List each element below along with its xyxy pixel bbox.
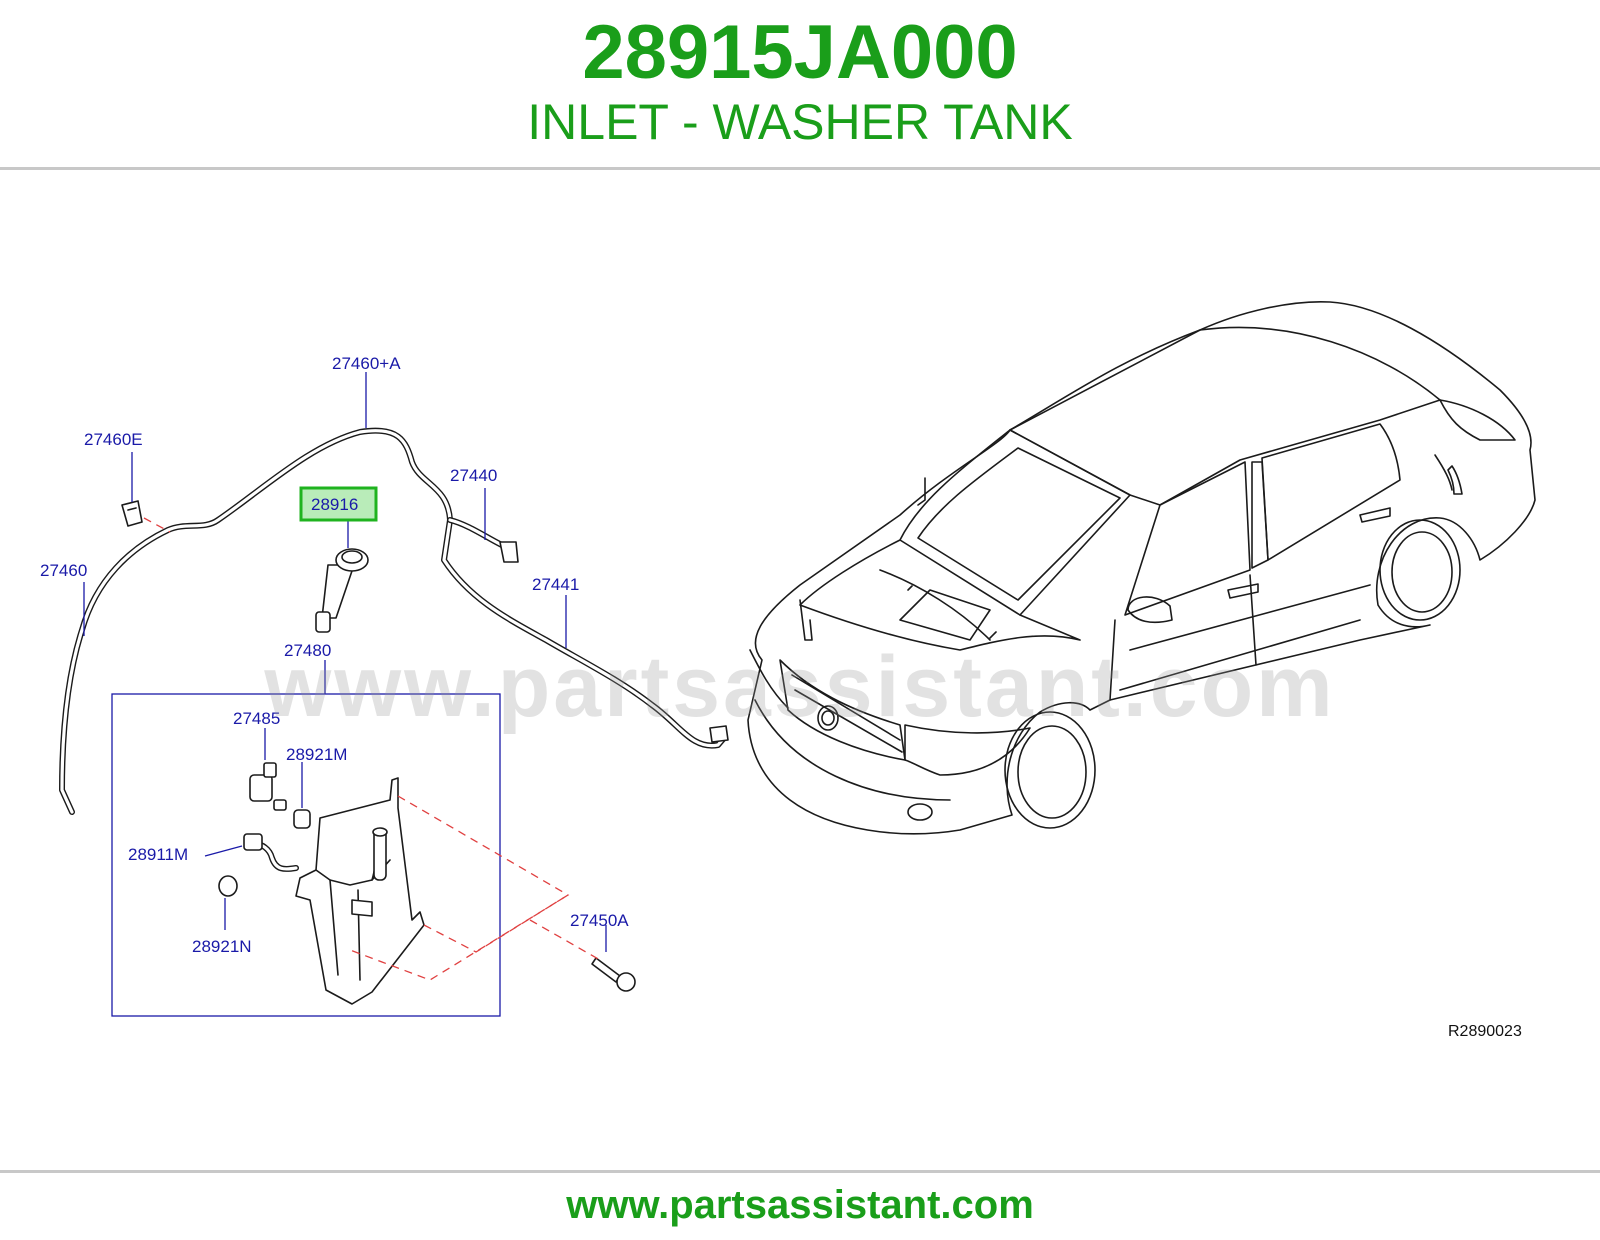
callout-27440[interactable]: 27440 — [450, 466, 497, 485]
leader-lines — [83, 372, 607, 952]
callout-27460e[interactable]: 27460E — [84, 430, 143, 449]
callout-27460[interactable]: 27460 — [40, 561, 87, 580]
header-divider — [0, 167, 1600, 170]
hose-connector-27441 — [709, 725, 729, 743]
callout-27480[interactable]: 27480 — [284, 641, 331, 660]
callout-27460a[interactable]: 27460+A — [332, 354, 401, 373]
callout-28916[interactable]: 28916 — [311, 495, 358, 514]
washer-pump-part — [249, 762, 287, 811]
bolt-part — [591, 957, 636, 992]
car-illustration — [747, 300, 1536, 835]
hose-clip-27460e — [121, 500, 143, 527]
callout-28921m[interactable]: 28921M — [286, 745, 347, 764]
tank-connector-part — [243, 833, 299, 872]
page-header: 28915JA000 INLET - WASHER TANK — [0, 0, 1600, 170]
callout-27441[interactable]: 27441 — [532, 575, 579, 594]
footer-url-link[interactable]: www.partsassistant.com — [566, 1183, 1034, 1227]
footer-divider — [0, 1170, 1600, 1173]
washer-inlet-part — [315, 548, 369, 633]
watermark-text: www.partsassistant.com — [264, 639, 1336, 735]
alignment-dashes — [143, 517, 601, 981]
callout-27485[interactable]: 27485 — [233, 709, 280, 728]
callout-28911m[interactable]: 28911M — [128, 845, 188, 864]
washer-tank-part — [295, 777, 425, 1005]
callout-28921n[interactable]: 28921N — [192, 937, 252, 956]
callout-27450a[interactable]: 27450A — [570, 911, 629, 930]
highlight-box — [299, 486, 378, 522]
washer-hose-main — [59, 427, 727, 815]
hose-connector-27440 — [499, 541, 519, 563]
pump-grommet-part — [293, 809, 311, 829]
tank-cap-part — [218, 875, 238, 897]
part-name-subtitle: INLET - WASHER TANK — [527, 94, 1073, 150]
part-number-title: 28915JA000 — [582, 10, 1018, 95]
diagram-reference-code: R2890023 — [1448, 1023, 1522, 1040]
